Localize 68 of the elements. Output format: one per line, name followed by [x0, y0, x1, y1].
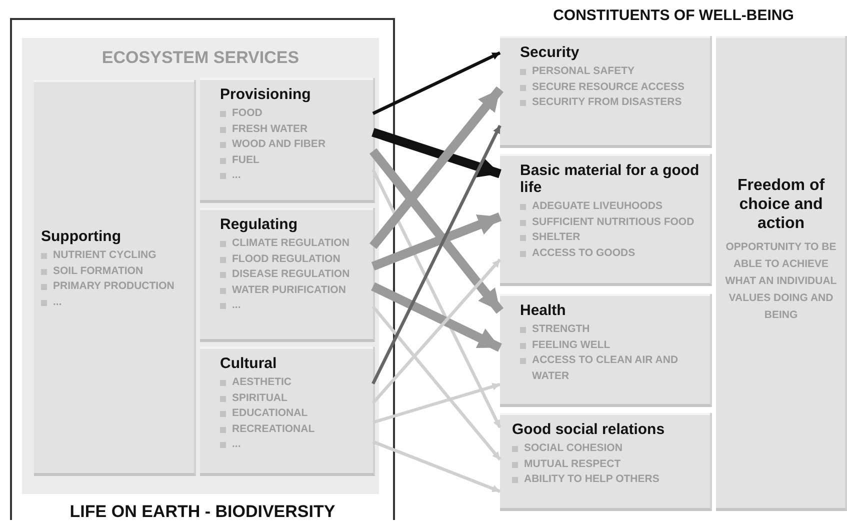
- freedom-card: [716, 36, 847, 511]
- category-card: [500, 413, 712, 511]
- category-heading: Security: [520, 44, 580, 61]
- list-item: FLOOD REGULATION: [220, 252, 370, 267]
- services-panel: [22, 38, 379, 494]
- list-item: SOCIAL COHESION: [512, 441, 707, 456]
- list-item: AESTHETIC: [220, 375, 370, 390]
- arrow: [372, 128, 502, 178]
- list-item: SUFFICIENT NUTRITIOUS FOOD: [520, 214, 707, 230]
- list-item: FEELING WELL: [520, 338, 707, 353]
- arrow: [372, 305, 502, 461]
- panel-title: ECOSYSTEM SERVICES: [100, 48, 300, 68]
- arrow: [371, 282, 502, 352]
- list-item: PERSONAL SAFETY: [520, 64, 707, 80]
- category-card: [500, 294, 712, 407]
- list-item: CLIMATE REGULATION: [220, 236, 370, 252]
- arrow: [372, 124, 502, 384]
- list-item: SOIL FORMATION: [41, 264, 191, 279]
- category-heading: Supporting: [41, 228, 122, 245]
- list-item: ACCESS TO CLEAN AIR AND WATER: [520, 353, 707, 384]
- list-item: EDUCATIONAL: [220, 406, 370, 422]
- list-item: ...: [220, 168, 370, 184]
- list-item: WOOD AND FIBER: [220, 137, 370, 152]
- category-card: [500, 154, 712, 286]
- category-heading: Health: [520, 302, 567, 319]
- category-card: [200, 78, 375, 203]
- list-item: ...: [220, 437, 370, 452]
- description-text: OPPORTUNITY TO BE ABLE TO ACHIEVE WHAT AN INDIVIDUAL VALUES DOING AND BEING: [724, 240, 838, 323]
- arrow: [372, 51, 501, 115]
- arrow: [369, 148, 504, 314]
- list-item: WATER PURIFICATION: [220, 282, 370, 298]
- list-item: ...: [41, 294, 191, 310]
- list-item: PRIMARY PRODUCTION: [41, 279, 191, 294]
- category-card: [200, 347, 375, 476]
- list-item: SECURITY FROM DISASTERS: [520, 95, 707, 110]
- list-item: SHELTER: [520, 230, 707, 246]
- list-item: ADEGUATE LIVEUHOODS: [520, 199, 707, 214]
- category-heading: Freedom of choice and action: [736, 176, 826, 233]
- arrow: [370, 86, 504, 250]
- list-item: FRESH WATER: [220, 122, 370, 137]
- category-card: [34, 80, 196, 476]
- list-item: STRENGTH: [520, 322, 707, 338]
- category-heading: Cultural: [220, 355, 278, 372]
- category-heading: Basic material for a good life: [520, 162, 700, 196]
- arrow: [372, 258, 502, 404]
- biodiversity-frame: [10, 18, 395, 520]
- category-heading: Provisioning: [220, 86, 312, 103]
- category-heading: Good social relations: [512, 421, 666, 438]
- frame-title: LIFE ON EARTH - BIODIVERSITY: [68, 502, 336, 522]
- category-card: [200, 208, 375, 342]
- arrow: [372, 440, 501, 493]
- list-item: FUEL: [220, 152, 370, 168]
- list-item: NUTRIENT CYCLING: [41, 248, 191, 264]
- arrow: [372, 382, 500, 424]
- list-item: ACCESS TO GOODS: [520, 246, 707, 261]
- list-item: SECURE RESOURCE ACCESS: [520, 80, 707, 95]
- column-title: CONSTITUENTS OF WELL-BEING: [552, 7, 795, 24]
- arrow: [372, 169, 502, 428]
- list-item: ABILITY TO HELP OTHERS: [512, 472, 707, 488]
- list-item: MUTUAL RESPECT: [512, 456, 707, 472]
- list-item: SPIRITUAL: [220, 390, 370, 406]
- category-heading: Regulating: [220, 216, 298, 233]
- list-item: ...: [220, 298, 370, 314]
- category-card: [500, 36, 712, 148]
- list-item: RECREATIONAL: [220, 422, 370, 437]
- list-item: FOOD: [220, 106, 370, 122]
- arrow: [371, 212, 502, 270]
- list-item: DISEASE REGULATION: [220, 267, 370, 282]
